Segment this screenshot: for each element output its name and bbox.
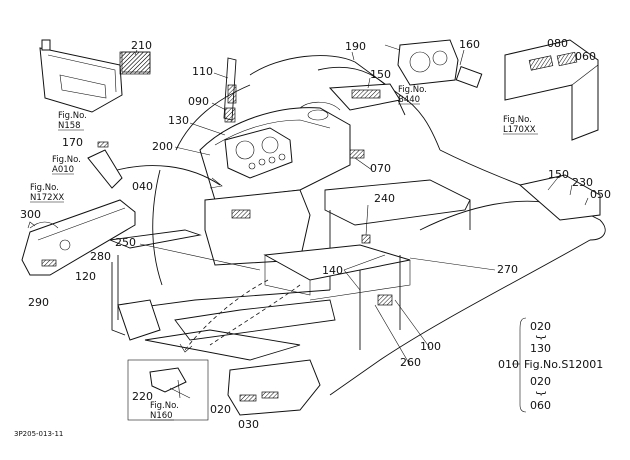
fig-n172xx-code: N172XX (30, 193, 64, 203)
fig-a010-code: A010 (52, 165, 74, 175)
label-240: 240 (374, 192, 395, 205)
label-260: 260 (400, 356, 421, 369)
leader-lines (134, 49, 589, 399)
figure-references: Fig.No. N158 Fig.No. B440 Fig.No. L170XX… (30, 85, 538, 421)
label-200: 200 (152, 140, 173, 153)
label-220: 220 (132, 390, 153, 403)
label-190: 190 (345, 40, 366, 53)
assembly-top: 020 (530, 320, 551, 333)
label-120: 120 (75, 270, 96, 283)
label-290: 290 (28, 296, 49, 309)
fig-n158-title: Fig.No. (58, 111, 87, 121)
fig-b440-code: B440 (398, 95, 420, 105)
label-210: 210 (131, 39, 152, 52)
assembly-reference: 010 020 } 130 Fig.No.S12001 020 } 060 (498, 317, 603, 413)
assembly-low: 020 (530, 375, 551, 388)
label-050: 050 (590, 188, 611, 201)
label-230: 230 (572, 176, 593, 189)
inset-n160 (127, 359, 209, 421)
wiper-motor (384, 39, 483, 88)
fig-l170xx-code: L170XX (503, 125, 536, 135)
part-labels: 210 190 160 080 060 110 150 090 130 170 … (20, 37, 611, 431)
hatch-210 (121, 51, 151, 73)
armrest-n172xx (21, 199, 136, 276)
label-090: 090 (188, 95, 209, 108)
fig-n158-code: N158 (58, 121, 81, 131)
fig-b440-title: Fig.No. (398, 85, 427, 95)
drawing-code: 3P205-013-11 (14, 430, 63, 438)
label-030: 030 (238, 418, 259, 431)
assembly-mid: 130 (530, 342, 551, 355)
label-100: 100 (420, 340, 441, 353)
assembly-bottom: 060 (530, 399, 551, 412)
fig-l170xx-title: Fig.No. (503, 115, 532, 125)
label-150-top: 150 (370, 68, 391, 81)
assembly-010: 010 (498, 358, 519, 371)
label-270: 270 (497, 263, 518, 276)
cab-body (108, 55, 606, 416)
label-170: 170 (62, 136, 83, 149)
label-110: 110 (192, 65, 213, 78)
fig-n172xx-title: Fig.No. (30, 183, 59, 193)
label-070: 070 (370, 162, 391, 175)
fig-n160-code: N160 (150, 411, 173, 421)
rear-cover-l170xx (504, 39, 599, 141)
label-130: 130 (168, 114, 189, 127)
label-150-right: 150 (548, 168, 569, 181)
assembly-tilde-2: } (535, 390, 548, 397)
label-080: 080 (547, 37, 568, 50)
label-160: 160 (459, 38, 480, 51)
label-040: 040 (132, 180, 153, 193)
label-060-top: 060 (575, 50, 596, 63)
assembly-tilde-1: } (535, 334, 548, 341)
assembly-fig: Fig.No.S12001 (524, 358, 603, 371)
fig-a010-title: Fig.No. (52, 155, 81, 165)
label-250: 250 (115, 236, 136, 249)
label-300: 300 (20, 208, 41, 221)
label-020: 020 (210, 403, 231, 416)
knob-a010 (87, 141, 123, 189)
label-280: 280 (90, 250, 111, 263)
fig-n160-title: Fig.No. (150, 401, 179, 411)
label-140: 140 (322, 264, 343, 277)
